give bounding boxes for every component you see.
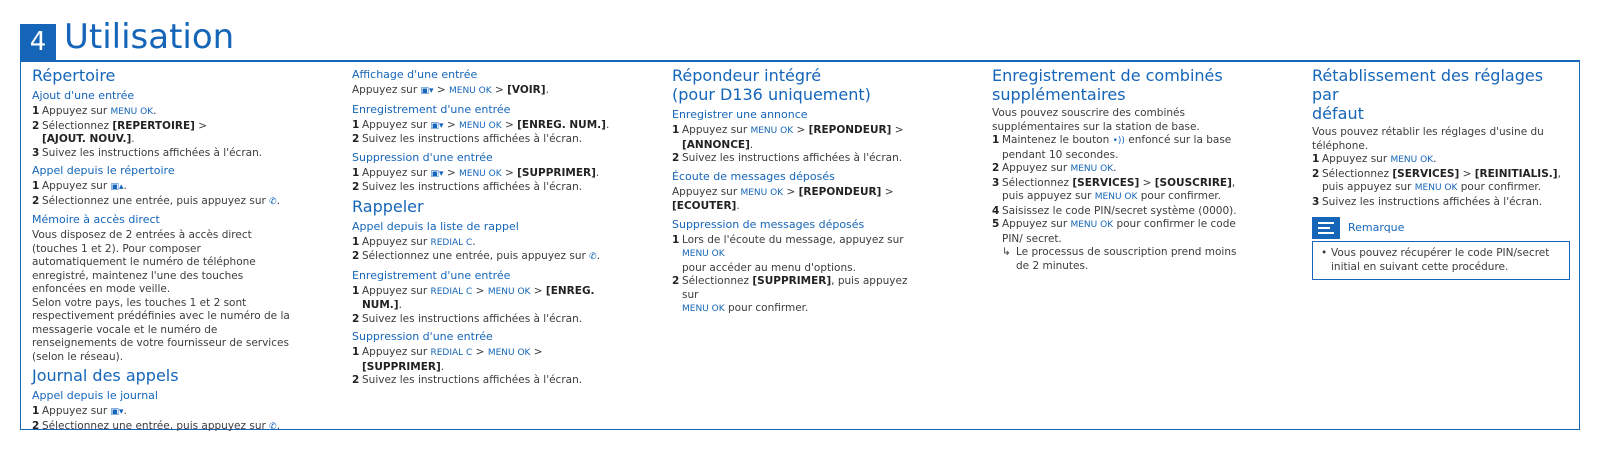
note-text: Vous pouvez récupérer le code PIN/secret… bbox=[1331, 247, 1550, 273]
call-icon: ✆ bbox=[269, 421, 277, 432]
menu-ok-icon: MENU OK bbox=[110, 107, 154, 117]
content-frame bbox=[20, 60, 1580, 430]
subsection-title-annonce: Enregistrer une annonce bbox=[672, 108, 808, 121]
note-label: Remarque bbox=[1348, 221, 1405, 235]
subsection-title-memoire: Mémoire à accès direct bbox=[32, 213, 160, 226]
memoire-text-2: Selon votre pays, les touches 1 et 2 son… bbox=[32, 296, 290, 363]
menu-ok-icon: MENU OK bbox=[682, 304, 725, 314]
column-affichage-rappeler: Affichage d'une entrée Appuyez sur ▣▾ > … bbox=[352, 66, 612, 388]
call-icon: ✆ bbox=[269, 196, 277, 207]
note-box: • Vous pouvez récupérer le code PIN/secr… bbox=[1312, 241, 1570, 280]
menu-ok-icon: MENU OK bbox=[459, 120, 502, 131]
menu-ok-icon: MENU OK bbox=[487, 348, 531, 358]
redial-icon: REDIAL C bbox=[430, 348, 473, 358]
menu-ok-icon: MENU OK bbox=[740, 187, 784, 198]
step-result: ↳Le processus de souscription prend moin… bbox=[1002, 246, 1237, 272]
menu-ok-icon: MENU OK bbox=[1094, 192, 1138, 202]
phonebook-icon: ▣▾ bbox=[420, 86, 434, 96]
section-title-journal: Journal des appels bbox=[32, 366, 179, 385]
subsection-title-suppression-messages: Suppression de messages déposés bbox=[672, 217, 865, 231]
call-icon: ✆ bbox=[589, 252, 597, 262]
menu-ok-icon: MENU OK bbox=[750, 126, 794, 136]
subsection-title-appel-repertoire: Appel depuis le répertoire bbox=[32, 164, 175, 177]
menu-ok-icon: MENU OK bbox=[1390, 155, 1434, 165]
menu-ok-icon: MENU OK bbox=[1070, 220, 1114, 230]
subsection-title-suppression-2: Suppression d'une entrée bbox=[352, 330, 493, 343]
phonebook-icon: ▣▾ bbox=[430, 168, 444, 179]
reinit-intro: Vous pouvez rétablir les réglages d'usin… bbox=[1312, 126, 1544, 152]
menu-ok-icon: MENU OK bbox=[1414, 183, 1458, 193]
phonebook-icon: ▣▾ bbox=[110, 407, 124, 417]
subsection-title-enreg: Enregistrement d'une entrée bbox=[352, 102, 511, 116]
subsection-title-journal: Appel depuis le journal bbox=[32, 389, 158, 402]
memoire-text: Vous disposez de 2 entrées à accès direc… bbox=[32, 229, 256, 295]
combines-intro: Vous pouvez souscrire des combinés suppl… bbox=[992, 107, 1200, 133]
bullet-icon: • bbox=[1321, 247, 1328, 259]
section-title-rappeler: Rappeler bbox=[352, 196, 424, 216]
redial-icon: REDIAL C bbox=[430, 237, 473, 248]
note-icon bbox=[1312, 217, 1340, 239]
section-title-repertoire: Répertoire bbox=[32, 66, 116, 85]
subsection-title-enreg-2: Enregistrement d'une entrée bbox=[352, 268, 511, 282]
subsection-title-ecoute: Écoute de messages déposés bbox=[672, 169, 835, 183]
phonebook-icon: ▣▾ bbox=[430, 120, 444, 131]
menu-ok-icon: MENU OK bbox=[459, 168, 502, 179]
phonebook-icon: ▣▴ bbox=[110, 182, 124, 192]
intercom-icon: •)) bbox=[1112, 136, 1125, 146]
subsection-title-affichage: Affichage d'une entrée bbox=[352, 68, 478, 81]
subsection-title-suppression: Suppression d'une entrée bbox=[352, 150, 493, 164]
menu-ok-icon: MENU OK bbox=[487, 286, 531, 297]
redial-icon: REDIAL C bbox=[430, 286, 473, 297]
menu-ok-icon: MENU OK bbox=[682, 249, 725, 259]
subsection-title-rappel: Appel depuis la liste de rappel bbox=[352, 219, 519, 233]
chapter-title: Utilisation bbox=[64, 17, 235, 57]
affichage-text: Appuyez sur ▣▾ > MENU OK > [VOIR]. bbox=[352, 84, 549, 96]
menu-ok-icon: MENU OK bbox=[1070, 164, 1114, 174]
section-title-repondeur: Répondeur intégré(pour D136 uniquement) bbox=[672, 66, 871, 104]
column-repondeur: Répondeur intégré(pour D136 uniquement) … bbox=[672, 66, 922, 317]
menu-ok-icon: MENU OK bbox=[449, 86, 492, 96]
subsection-title-ajout: Ajout d'une entrée bbox=[32, 89, 135, 102]
ecoute-text: Appuyez sur MENU OK > [REPONDEUR] >[ECOU… bbox=[672, 185, 894, 213]
chapter-number: 4 bbox=[20, 24, 56, 60]
result-arrow-icon: ↳ bbox=[1002, 246, 1011, 258]
note-header: Remarque bbox=[1312, 217, 1570, 239]
